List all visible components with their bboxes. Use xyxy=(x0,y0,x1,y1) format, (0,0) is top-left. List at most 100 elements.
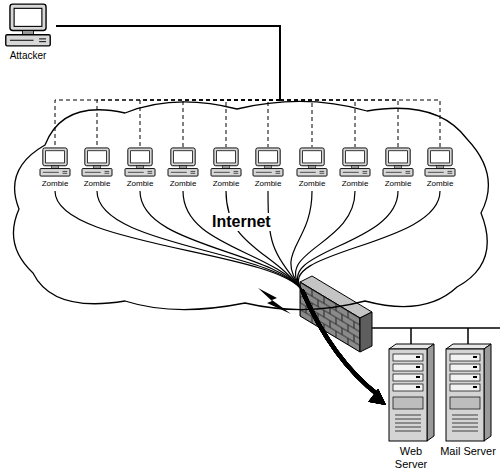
control-branch xyxy=(280,100,440,147)
base-unit xyxy=(125,169,155,177)
connector xyxy=(55,26,280,147)
computer-icon xyxy=(166,147,200,177)
connector xyxy=(268,191,386,405)
lightning-bolt xyxy=(258,288,291,314)
node-label: Web Server xyxy=(383,445,439,470)
drive-light xyxy=(416,376,420,378)
screen xyxy=(431,151,450,163)
control-trunk xyxy=(56,26,280,100)
monitor xyxy=(43,148,67,166)
screen xyxy=(303,151,322,163)
zombie-computer: Zombie xyxy=(35,147,75,191)
control-branch xyxy=(226,100,280,147)
base-detail xyxy=(128,171,152,173)
base-unit xyxy=(168,169,198,177)
base-detail xyxy=(43,171,67,173)
connector xyxy=(56,26,280,147)
connector xyxy=(56,26,280,147)
control-trunk xyxy=(56,26,280,100)
screen xyxy=(389,151,408,163)
zombie-computer: Zombie xyxy=(77,147,117,191)
monitor xyxy=(10,4,46,30)
zombie-computer: Zombie xyxy=(120,147,160,191)
control-trunk xyxy=(56,26,280,100)
cloud-outline xyxy=(5,95,495,315)
zombie-computer: Zombie xyxy=(292,147,332,191)
connector xyxy=(291,191,386,405)
panel xyxy=(450,397,480,409)
web-server: Web Server xyxy=(383,343,439,473)
connector xyxy=(97,191,386,405)
screen xyxy=(131,151,150,163)
drive-bay xyxy=(450,364,480,371)
drive-bay xyxy=(393,384,423,391)
connector xyxy=(140,191,386,405)
attack-stream xyxy=(97,191,302,290)
monitor xyxy=(300,148,324,166)
zombie-computer: Zombie xyxy=(335,147,375,191)
computer-icon xyxy=(338,147,372,177)
control-trunk xyxy=(56,26,280,100)
attack-stream xyxy=(295,191,355,290)
node-label: Zombie xyxy=(163,179,203,188)
zombie-computer: Zombie xyxy=(163,147,203,191)
monitor xyxy=(85,148,109,166)
attack-stream xyxy=(226,191,302,290)
control-branch xyxy=(280,100,398,147)
attack-stream xyxy=(55,191,302,290)
drive-bay xyxy=(393,354,423,361)
control-trunk xyxy=(56,26,280,100)
node-label: Zombie xyxy=(292,179,332,188)
drive-light xyxy=(473,376,477,378)
drive-light xyxy=(416,356,420,358)
drive-light xyxy=(473,356,477,358)
drive-light xyxy=(416,386,420,388)
attacker-computer: Attacker xyxy=(0,2,56,78)
tower-side xyxy=(427,344,434,441)
control-trunk xyxy=(56,26,280,100)
base-unit xyxy=(297,169,327,177)
control-branch xyxy=(140,100,280,147)
node-label: Zombie xyxy=(248,179,288,188)
base-detail xyxy=(300,171,324,173)
monitor xyxy=(128,148,152,166)
drive-light xyxy=(473,366,477,368)
connector xyxy=(56,26,440,147)
control-trunk xyxy=(56,26,280,100)
screen xyxy=(14,8,42,26)
base-detail xyxy=(428,171,452,173)
drive-bay xyxy=(450,374,480,381)
base-unit xyxy=(211,169,241,177)
cloud-path xyxy=(13,101,488,309)
mail-server: Mail Server xyxy=(440,343,496,473)
base-detail xyxy=(10,39,46,42)
base-detail xyxy=(171,171,195,173)
drive-bay xyxy=(450,384,480,391)
panel xyxy=(393,397,423,409)
zombie-computer: Zombie xyxy=(378,147,418,191)
base-unit xyxy=(6,35,50,46)
monitor xyxy=(214,148,238,166)
connector xyxy=(297,191,398,405)
connector xyxy=(295,191,386,405)
tower-side xyxy=(484,344,491,441)
control-trunk xyxy=(56,26,280,100)
attack-stream xyxy=(183,191,302,290)
zombie-computer: Zombie xyxy=(206,147,246,191)
server-icon xyxy=(443,343,493,443)
screen xyxy=(88,151,107,163)
computer-icon xyxy=(295,147,329,177)
base-detail xyxy=(386,171,410,173)
internet-cloud: InternetZombieZombieZombieZombieZombieZo… xyxy=(5,95,495,315)
drive-bay xyxy=(450,354,480,361)
base-detail xyxy=(214,171,238,173)
attack-stream xyxy=(140,191,302,290)
computer-icon xyxy=(423,147,457,177)
base-unit xyxy=(40,169,70,177)
control-branch xyxy=(268,100,280,147)
connector xyxy=(55,191,386,405)
screen xyxy=(346,151,365,163)
drive-light xyxy=(473,386,477,388)
base-unit xyxy=(383,169,413,177)
connector xyxy=(56,26,398,147)
